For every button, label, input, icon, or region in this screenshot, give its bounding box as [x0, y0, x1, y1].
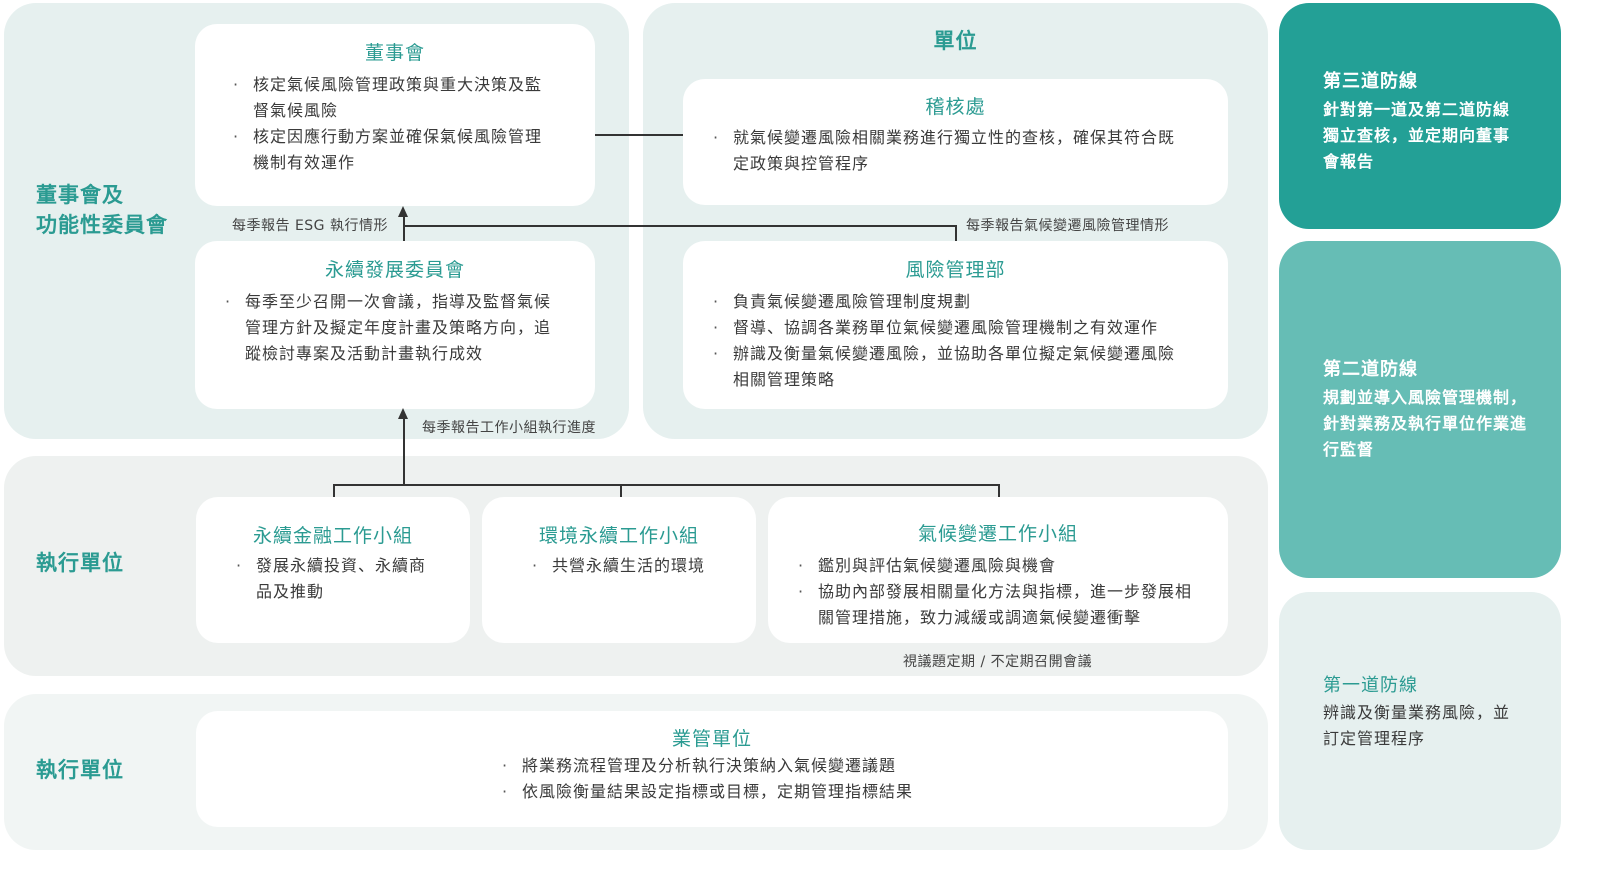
- list-item: 負責氣候變遷風險管理制度規劃: [713, 289, 1218, 315]
- workgroup-branch-line: [333, 484, 999, 486]
- board-committee-label: 董事會及 功能性委員會: [36, 180, 168, 240]
- workgroup-branch-1: [333, 484, 335, 497]
- environmental-sustainability-bullets: 共營永續生活的環境: [532, 553, 752, 579]
- esg-report-line: [403, 214, 405, 241]
- bullet-text: 核定因應行動方案並確保氣候風險管理: [253, 127, 543, 146]
- arrow-up-icon: [398, 206, 408, 217]
- board-title: 董事會: [364, 42, 425, 64]
- bullet-text: 機制有效運作: [253, 153, 356, 172]
- bullet-text: 依風險衡量結果設定指標或目標，定期管理指標結果: [522, 782, 914, 801]
- bullet-text: 將業務流程管理及分析執行決策納入氣候變遷議題: [522, 756, 897, 775]
- workgroup-report-line: [403, 415, 405, 484]
- bullet-text: 相關管理策略: [733, 370, 836, 389]
- list-item: 每季至少召開一次會議，指導及監督氣候管理方針及擬定年度計畫及策略方向，追蹤檢討專…: [225, 289, 575, 367]
- sustainability-committee-bullets: 每季至少召開一次會議，指導及監督氣候管理方針及擬定年度計畫及策略方向，追蹤檢討專…: [225, 289, 575, 367]
- bullet-text: 負責氣候變遷風險管理制度規劃: [733, 292, 972, 311]
- defense-text-line: 獨立查核，並定期向董事: [1323, 126, 1511, 145]
- sustainability-committee-card: 永續發展委員會 每季至少召開一次會議，指導及監督氣候管理方針及擬定年度計畫及策略…: [195, 241, 595, 409]
- business-unit-title: 業管單位: [671, 728, 752, 750]
- execution-label: 執行單位: [36, 551, 124, 575]
- defense-text-line: 會報告: [1323, 152, 1375, 171]
- bullet-text: 管理方針及擬定年度計畫及策略方向，追: [245, 318, 552, 337]
- list-item: 將業務流程管理及分析執行決策納入氣候變遷議題: [502, 753, 1002, 779]
- defense-text-line: 規劃並導入風險管理機制，: [1323, 388, 1528, 407]
- climate-change-card: 氣候變遷工作小組 鑑別與評估氣候變遷風險與機會 協助內部發展相關量化方法與指標，…: [768, 497, 1228, 643]
- defense-text-line: 訂定管理程序: [1323, 729, 1426, 748]
- climate-change-title: 氣候變遷工作小組: [917, 523, 1078, 545]
- bullet-text: 蹤檢討專案及活動計畫執行成效: [245, 344, 484, 363]
- list-item: 鑑別與評估氣候變遷風險與機會: [798, 553, 1223, 579]
- defense-text-line: 行監督: [1323, 440, 1375, 459]
- bullet-text: 辦識及衡量氣候變遷風險，並協助各單位擬定氣候變遷風險: [733, 344, 1176, 363]
- bullet-text: 督氣候風險: [253, 101, 339, 120]
- risk-report-vertical-line: [955, 225, 957, 241]
- board-audit-connector: [595, 134, 683, 136]
- defense-text-line: 針對業務及執行單位作業進: [1323, 414, 1528, 433]
- bullet-text: 關管理措施，致力減緩或調適氣候變遷衝擊: [818, 608, 1142, 627]
- list-item: 依風險衡量結果設定指標或目標，定期管理指標結果: [502, 779, 1002, 805]
- arrow-up-icon: [398, 408, 408, 419]
- second-line-title: 第二道防線: [1323, 359, 1418, 380]
- esg-report-label: 每季報告 ESG 執行情形: [232, 218, 388, 234]
- business-unit-bullets: 將業務流程管理及分析執行決策納入氣候變遷議題 依風險衡量結果設定指標或目標，定期…: [502, 753, 1002, 805]
- risk-management-bullets: 負責氣候變遷風險管理制度規劃 督導、協調各業務單位氣候變遷風險管理機制之有效運作…: [713, 289, 1218, 393]
- defense-text-line: 針對第一道及第二道防線: [1323, 100, 1511, 119]
- first-line-text: 辨識及衡量業務風險，並 訂定管理程序: [1323, 700, 1510, 752]
- board-committee-label-line2: 功能性委員會: [36, 213, 168, 237]
- unit-header: 單位: [933, 29, 978, 53]
- board-committee-label-line1: 董事會及: [36, 183, 124, 207]
- bullet-text: 核定氣候風險管理政策與重大決策及監: [253, 75, 543, 94]
- bullet-text: 每季至少召開一次會議，指導及監督氣候: [245, 292, 552, 311]
- defense-text-line: 辨識及衡量業務風險，並: [1323, 703, 1511, 722]
- second-line-text: 規劃並導入風險管理機制， 針對業務及執行單位作業進 行監督: [1323, 385, 1527, 463]
- third-line-title: 第三道防線: [1323, 71, 1418, 92]
- risk-report-horizontal-line: [403, 225, 956, 227]
- workgroup-branch-2: [620, 484, 622, 497]
- bullet-text: 督導、協調各業務單位氣候變遷風險管理機制之有效運作: [733, 318, 1159, 337]
- bullet-text: 就氣候變遷風險相關業務進行獨立性的查核，確保其符合既: [733, 128, 1176, 147]
- risk-report-label: 每季報告氣候變遷風險管理情形: [966, 218, 1169, 234]
- third-line-of-defense: 第三道防線 針對第一道及第二道防線 獨立查核，並定期向董事 會報告: [1279, 3, 1561, 229]
- environmental-sustainability-card: 環境永續工作小組 共營永續生活的環境: [482, 497, 756, 643]
- bullet-text: 定政策與控管程序: [733, 154, 870, 173]
- bullet-text: 共營永續生活的環境: [552, 556, 706, 575]
- environmental-sustainability-title: 環境永續工作小組: [538, 525, 699, 547]
- list-item: 協助內部發展相關量化方法與指標，進一步發展相關管理措施，致力減緩或調適氣候變遷衝…: [798, 579, 1223, 631]
- first-line-title: 第一道防線: [1323, 675, 1418, 696]
- bullet-text: 品及推動: [256, 582, 325, 601]
- climate-change-bullets: 鑑別與評估氣候變遷風險與機會 協助內部發展相關量化方法與指標，進一步發展相關管理…: [798, 553, 1223, 631]
- risk-management-card: 風險管理部 負責氣候變遷風險管理制度規劃 督導、協調各業務單位氣候變遷風險管理機…: [683, 241, 1228, 409]
- business-unit-card: 業管單位 將業務流程管理及分析執行決策納入氣候變遷議題 依風險衡量結果設定指標或…: [196, 711, 1228, 827]
- risk-management-title: 風險管理部: [905, 259, 1006, 281]
- third-line-text: 針對第一道及第二道防線 獨立查核，並定期向董事 會報告: [1323, 97, 1510, 175]
- sustainability-committee-title: 永續發展委員會: [324, 259, 465, 281]
- workgroup-branch-3: [998, 484, 1000, 497]
- sustainable-finance-title: 永續金融工作小組: [252, 525, 413, 547]
- business-label: 執行單位: [36, 758, 124, 782]
- second-line-of-defense: 第二道防線 規劃並導入風險管理機制， 針對業務及執行單位作業進 行監督: [1279, 241, 1561, 578]
- bullet-text: 發展永續投資、永續商: [256, 556, 427, 575]
- workgroup-report-label: 每季報告工作小組執行進度: [422, 420, 596, 436]
- meeting-note: 視議題定期 / 不定期召開會議: [903, 654, 1093, 670]
- list-item: 共營永續生活的環境: [532, 553, 752, 579]
- list-item: 督導、協調各業務單位氣候變遷風險管理機制之有效運作: [713, 315, 1218, 341]
- bullet-text: 鑑別與評估氣候變遷風險與機會: [818, 556, 1057, 575]
- audit-title: 稽核處: [925, 96, 986, 118]
- first-line-of-defense: 第一道防線 辨識及衡量業務風險，並 訂定管理程序: [1279, 592, 1561, 850]
- bullet-text: 協助內部發展相關量化方法與指標，進一步發展相: [818, 582, 1193, 601]
